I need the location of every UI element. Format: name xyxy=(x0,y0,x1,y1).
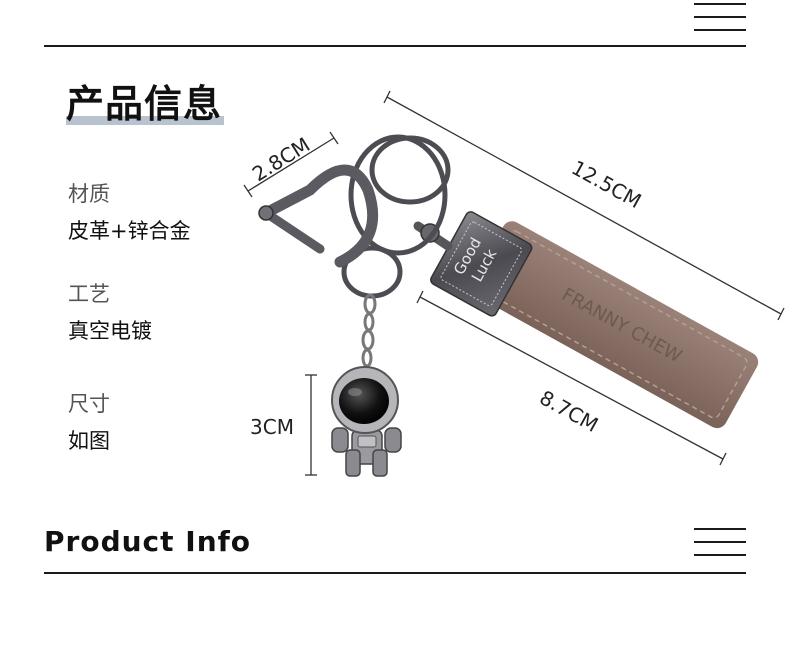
section-title: 产品信息 xyxy=(66,82,223,126)
dim-pendant-label: 3CM xyxy=(250,415,294,439)
bottom-divider xyxy=(44,572,746,574)
dim-hook-label: 2.8CM xyxy=(248,132,314,186)
spec-size-value: 如图 xyxy=(68,429,110,453)
pendant-chain xyxy=(361,293,377,368)
spec-material-value: 皮革+锌合金 xyxy=(68,219,191,243)
title-underline-bar xyxy=(66,116,224,125)
spec-material-label: 材质 xyxy=(68,182,110,206)
astronaut-pendant xyxy=(331,366,402,477)
spec-craft-value: 真空电镀 xyxy=(68,319,152,343)
top-divider xyxy=(44,45,746,47)
key-rings xyxy=(341,134,451,299)
horseshoe-hook xyxy=(258,164,379,268)
hamburger-menu-icon[interactable] xyxy=(694,3,746,42)
dim-strap-length-label: 8.7CM xyxy=(536,385,603,437)
footer-title: Product Info xyxy=(44,525,252,558)
dim-total-length-label: 12.5CM xyxy=(568,155,646,213)
hamburger-menu-icon[interactable] xyxy=(694,528,746,567)
spec-craft-label: 工艺 xyxy=(68,282,110,306)
dimension-lines xyxy=(243,90,785,476)
spec-size-label: 尺寸 xyxy=(68,392,110,416)
